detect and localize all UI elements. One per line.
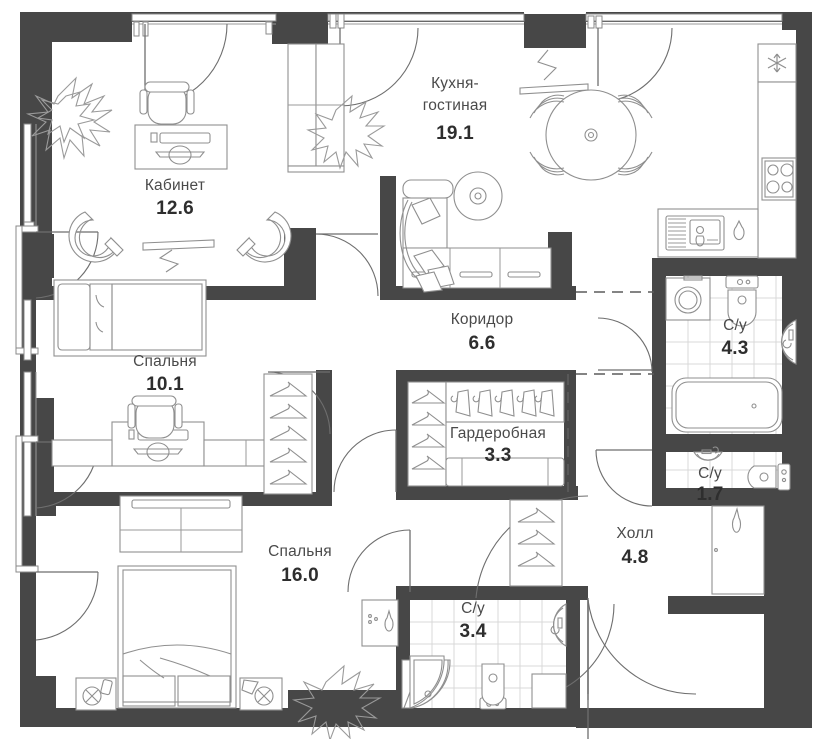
wall-sink-icon (693, 446, 723, 461)
kitchen-counter (657, 43, 797, 259)
room-label-kabinet-area: 12.6 (156, 198, 194, 219)
room-label-koridor-area: 6.6 (468, 333, 495, 354)
room-label-kitchen-name-line2: гостиная (423, 97, 488, 114)
windows-and-balcony-doors (15, 13, 783, 573)
room-label-su43-area: 4.3 (721, 338, 748, 359)
snowflake-icon (767, 53, 787, 73)
room-label-garderobnaya-name: Гардеробная (450, 425, 546, 442)
room-label-su43-name: С/у (723, 317, 747, 334)
vanity-cabinet (361, 599, 399, 647)
four-burner-stove-icon (761, 157, 797, 201)
plant-icon (306, 94, 386, 170)
room-label-spalnya10-area: 10.1 (146, 374, 184, 395)
room-label-kitchen-name-line1: Кухня- (431, 75, 479, 92)
round-coffee-table (453, 171, 503, 221)
bathtub-icon (671, 377, 783, 433)
office-furniture (25, 76, 292, 273)
wall-sink-icon (781, 319, 797, 365)
rug-squiggle (519, 49, 589, 95)
kitchen-sink-icon (665, 215, 725, 251)
room-label-spalnya16-area: 16.0 (281, 565, 319, 586)
toilet-icon (747, 463, 791, 491)
wall-sink-icon (550, 603, 567, 647)
single-bed (53, 279, 207, 357)
room-label-koridor-name: Коридор (451, 311, 514, 328)
hanger-icon (269, 381, 308, 485)
corner-shower-icon (401, 655, 451, 709)
wardrobe-hangers-bedroom16 (509, 499, 563, 587)
room-label-holl-name: Холл (616, 525, 653, 542)
bedroom-desk (51, 395, 311, 553)
side-table (142, 239, 215, 273)
desk-with-monitor (134, 124, 228, 170)
bathroom-3-4 (361, 599, 567, 710)
armchair-right (236, 211, 292, 263)
garderobnaya-furniture (407, 381, 565, 487)
kitchen-living-furniture (399, 43, 797, 293)
room-label-su34-name: С/у (461, 600, 485, 617)
room-labels: Кабинет 12.6 Кухня- гостиная 19.1 Коридо… (133, 75, 748, 642)
office-chair (139, 81, 195, 125)
room-label-holl-area: 4.8 (621, 547, 648, 568)
room-label-spalnya16-name: Спальня (268, 543, 332, 560)
holl-closet (711, 505, 765, 595)
armchair-left (68, 211, 124, 263)
double-bed (117, 565, 237, 709)
toilet-icon (725, 275, 759, 327)
corridor-cabinets (287, 43, 386, 173)
nightstand-left (75, 677, 117, 711)
bathroom-1-7 (666, 446, 791, 491)
room-label-kitchen-area: 19.1 (436, 123, 474, 144)
room-label-su17-name: С/у (698, 465, 722, 482)
garderobnaya-bench (445, 457, 565, 487)
toilet-icon (479, 663, 507, 710)
plant-icon (25, 76, 113, 161)
round-dining-table (545, 89, 637, 181)
corner-sofa (399, 179, 552, 293)
bedroom-16-furniture (75, 499, 563, 739)
room-label-kabinet-name: Кабинет (145, 177, 205, 194)
room-label-spalnya10-name: Спальня (133, 353, 197, 370)
wardrobe-hangers-bedroom10 (263, 373, 313, 495)
room-label-su34-area: 3.4 (459, 621, 486, 642)
bedroom-10-furniture (51, 279, 313, 553)
dashed-partition-lines (567, 291, 654, 492)
bathroom-4-3 (665, 275, 797, 434)
dining-chairs (529, 94, 653, 176)
hanger-icon (517, 507, 556, 567)
nightstand-right (239, 677, 283, 711)
plant-icon (291, 664, 383, 739)
washing-machine-icon (665, 275, 711, 321)
room-label-su17-area: 1.7 (696, 484, 723, 505)
folded-clothes-icon (450, 389, 555, 417)
hanger-icon (411, 389, 446, 470)
room-label-garderobnaya-area: 3.3 (484, 445, 511, 466)
water-drop-icon (733, 219, 745, 241)
